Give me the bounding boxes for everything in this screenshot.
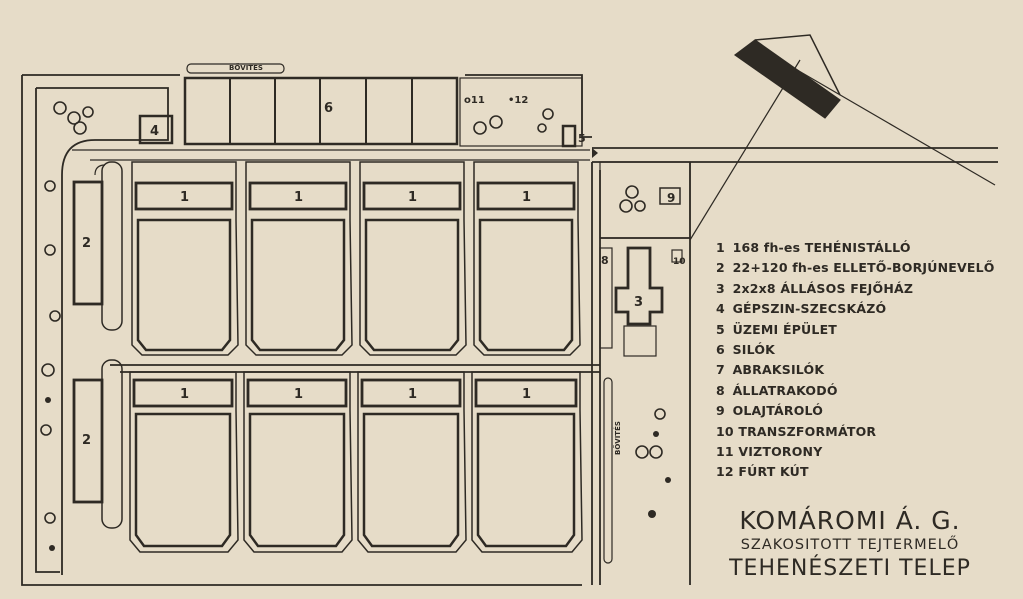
calf-barns bbox=[72, 161, 123, 529]
legend-row: 10 TRANSZFORMÁTOR bbox=[716, 422, 995, 442]
oil-store-number: 9 bbox=[667, 191, 675, 205]
legend-text: OLAJTÁROLÓ bbox=[732, 403, 824, 419]
entrance-marker bbox=[592, 148, 598, 158]
expansion-label-right: BŐVITÉS bbox=[613, 421, 622, 455]
legend-row: 5 ÜZEMI ÉPÜLET bbox=[716, 320, 995, 340]
legend-number: 8 bbox=[716, 382, 725, 398]
milking-parlour-number: 3 bbox=[634, 295, 643, 310]
barn-number-1e: 1 bbox=[180, 387, 189, 402]
legend-row: 4 GÉPSZIN-SZECSKÁZÓ bbox=[716, 299, 995, 319]
loading-ramp-number: 8 bbox=[601, 254, 609, 267]
legend-text: VIZTORONY bbox=[738, 444, 823, 460]
barn-number-1f: 1 bbox=[294, 387, 303, 402]
legend-text: 22+120 fh-es ELLETŐ-BORJÚNEVELŐ bbox=[732, 260, 995, 276]
silo-block bbox=[183, 76, 459, 146]
legend-row: 9 OLAJTÁROLÓ bbox=[716, 401, 995, 421]
legend-number: 10 bbox=[716, 423, 734, 439]
water-tower-area bbox=[459, 77, 583, 147]
barn-number-1a: 1 bbox=[180, 190, 189, 205]
calf-barn-number-top: 2 bbox=[82, 236, 91, 251]
loading-ramp bbox=[599, 247, 613, 349]
legend-row: 1 168 fh-es TEHÉNISTÁLLÓ bbox=[716, 238, 995, 258]
title-subtitle: SZAKOSITOTT TEJTERMELŐ bbox=[740, 537, 960, 553]
shrub-dots bbox=[45, 397, 671, 551]
silo-number: 6 bbox=[324, 101, 333, 116]
legend-number: 6 bbox=[716, 342, 725, 358]
legend-row: 6 SILÓK bbox=[716, 340, 995, 360]
legend-text: FÚRT KÚT bbox=[738, 464, 809, 480]
legend-number: 12 bbox=[716, 464, 734, 480]
legend-number: 4 bbox=[716, 301, 725, 317]
oil-store bbox=[659, 187, 681, 205]
office-building bbox=[561, 124, 577, 148]
legend-text: SILÓK bbox=[732, 342, 776, 358]
legend-number: 5 bbox=[716, 321, 725, 337]
legend-number: 3 bbox=[716, 280, 725, 296]
barns-row-top bbox=[131, 161, 581, 356]
barn-number-1c: 1 bbox=[408, 190, 417, 205]
machine-shed bbox=[138, 114, 174, 145]
legend-text: ABRAKSILÓK bbox=[732, 362, 825, 378]
expansion-zone-right bbox=[603, 377, 613, 564]
title-block: KOMÁROMI Á. G. SZAKOSITOTT TEJTERMELŐ TE… bbox=[700, 506, 1000, 583]
barn-number-1g: 1 bbox=[408, 387, 417, 402]
legend-row: 12 FÚRT KÚT bbox=[716, 462, 995, 482]
oil-store-area bbox=[599, 161, 691, 239]
expansion-label-top: BŐVITÉS bbox=[229, 63, 263, 72]
legend-text: 168 fh-es TEHÉNISTÁLLÓ bbox=[732, 240, 911, 255]
barns-row-bottom bbox=[129, 371, 583, 553]
machine-shed-number: 4 bbox=[150, 124, 159, 139]
title-site-name: TEHENÉSZETI TELEP bbox=[729, 556, 971, 581]
title-farm-name: KOMÁROMI Á. G. bbox=[739, 506, 961, 535]
legend-text: ÜZEMI ÉPÜLET bbox=[732, 321, 838, 337]
legend-text: ÁLLATRAKODÓ bbox=[732, 382, 838, 398]
legend-number: 9 bbox=[716, 403, 725, 419]
legend-number: 11 bbox=[716, 444, 734, 460]
barn-number-1b: 1 bbox=[294, 190, 303, 205]
legend-row: 3 2x2x8 ÁLLÁSOS FEJŐHÁZ bbox=[716, 279, 995, 299]
transformer bbox=[671, 249, 683, 263]
calf-barn-number-bottom: 2 bbox=[82, 433, 91, 448]
water-tower-number: o11 bbox=[464, 95, 485, 106]
office-number: 5 bbox=[578, 132, 586, 145]
legend-row: 11 VIZTORONY bbox=[716, 442, 995, 462]
legend-text: GÉPSZIN-SZECSKÁZÓ bbox=[732, 301, 887, 317]
milking-parlour bbox=[614, 246, 664, 326]
legend-row: 7 ABRAKSILÓK bbox=[716, 360, 995, 380]
tree-symbols bbox=[40, 101, 666, 524]
legend-number: 1 bbox=[716, 240, 725, 255]
legend-row: 8 ÁLLATRAKODÓ bbox=[716, 381, 995, 401]
expansion-zone-top bbox=[186, 63, 285, 74]
barn-number-1d: 1 bbox=[522, 190, 531, 205]
legend-text: 2x2x8 ÁLLÁSOS FEJŐHÁZ bbox=[732, 280, 914, 296]
parlour-yard bbox=[623, 325, 657, 357]
barn-number-1h: 1 bbox=[522, 387, 531, 402]
legend-row: 2 22+120 fh-es ELLETŐ-BORJÚNEVELŐ bbox=[716, 258, 995, 278]
drilled-well-number: •12 bbox=[508, 95, 528, 106]
legend-text: TRANSZFORMÁTOR bbox=[738, 423, 877, 439]
railway-siding bbox=[689, 34, 996, 241]
legend-number: 7 bbox=[716, 362, 725, 378]
transformer-number: 10 bbox=[673, 257, 686, 267]
legend-number: 2 bbox=[716, 260, 725, 276]
